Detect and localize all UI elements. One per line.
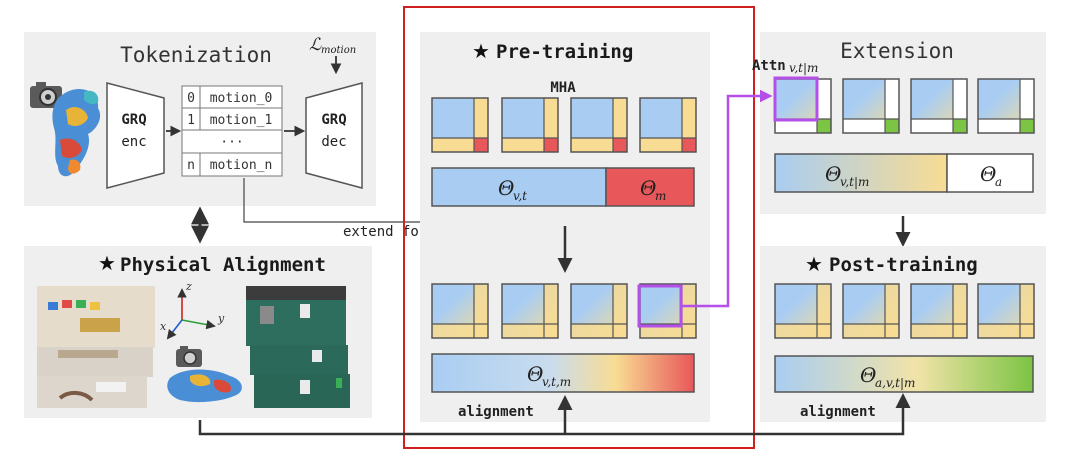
motion-codebook: 0 motion_0 1 motion_1 ··· n motion_n xyxy=(181,85,283,177)
posttraining-heads xyxy=(774,283,1035,339)
theta-avt-given-m-bar: Θ a,v,t|m xyxy=(774,355,1034,393)
theta-vt: Θ xyxy=(498,176,514,200)
mha-heads-top xyxy=(431,97,697,153)
attention-extension-connector xyxy=(637,76,819,328)
tokenization-title: Tokenization xyxy=(120,43,272,67)
motion-loss-label: ℒ motion xyxy=(309,35,356,56)
theta-vt-given-m-bar: Θ v,t|m Θ a xyxy=(774,153,1034,193)
decoder-name: GRQ xyxy=(321,112,346,128)
axis-y-label: y xyxy=(217,312,225,325)
theta-vtm: Θ xyxy=(527,362,543,386)
mha-heads-bottom xyxy=(431,283,697,339)
theta-avt-given-m: Θ xyxy=(860,363,876,387)
codebook-index: 0 xyxy=(187,91,195,106)
codebook-token: ··· xyxy=(220,135,243,150)
pretraining-highlight-frame xyxy=(403,6,755,449)
codebook-token: motion_n xyxy=(210,158,273,173)
theta-vt-m-bar: Θ v,t Θ m xyxy=(431,167,695,207)
theta-a-sub: a xyxy=(995,175,1002,189)
attention-head xyxy=(431,283,489,339)
posttraining-panel: ★ Post-training Θ a,v,t|m alignment xyxy=(760,246,1046,422)
codebook-index: 1 xyxy=(187,113,195,128)
pretraining-panel: ★ Pre-training MHA Θ v,t Θ m Θ v,t,m ali… xyxy=(420,32,710,422)
attention-head xyxy=(639,97,697,153)
robot-photo-stack xyxy=(246,286,350,408)
attention-head xyxy=(977,78,1035,134)
decoder-role: dec xyxy=(321,134,346,150)
attention-head xyxy=(910,283,968,339)
alignment-bottom-connector xyxy=(198,393,911,436)
camera-icon xyxy=(30,82,62,108)
extension-title: Extension xyxy=(840,39,954,63)
axis-x-label: x xyxy=(160,320,167,333)
pretraining-alignment-label: alignment xyxy=(458,404,534,420)
attention-head xyxy=(910,78,968,134)
star-icon: ★ xyxy=(98,251,116,275)
attention-head xyxy=(774,283,832,339)
theta-vtm-bar: Θ v,t,m xyxy=(431,353,695,393)
attention-head xyxy=(570,97,628,153)
codebook-token: motion_0 xyxy=(210,91,273,106)
physical-alignment-title: Physical Alignment xyxy=(120,254,326,276)
posttraining-alignment-label: alignment xyxy=(800,404,876,420)
theta-a: Θ xyxy=(980,162,996,186)
attention-head xyxy=(774,78,832,134)
physical-alignment-panel: ★ Physical Alignment z y x xyxy=(24,246,372,418)
attention-head xyxy=(431,97,489,153)
grq-decoder: GRQ dec xyxy=(305,82,363,189)
attention-head xyxy=(977,283,1035,339)
theta-vtm-sub: v,t,m xyxy=(542,375,571,389)
theta-m-sub: m xyxy=(655,189,666,203)
encoder-name: GRQ xyxy=(121,112,146,128)
theta-avt-given-m-sub: a,v,t|m xyxy=(875,376,915,390)
coordinate-axes: z y x xyxy=(160,280,225,340)
tokenization-panel: Tokenization GRQ enc xyxy=(24,32,376,206)
loss-subscript: motion xyxy=(321,45,356,56)
attention-head xyxy=(842,283,900,339)
extension-heads xyxy=(774,78,1035,134)
pretraining-title: Pre-training xyxy=(496,41,633,63)
mha-label: MHA xyxy=(550,80,576,96)
tabletop-photo-stack xyxy=(37,286,155,408)
attention-head xyxy=(639,283,697,339)
axis-z-label: z xyxy=(185,280,192,293)
hand-mesh-icon-2 xyxy=(167,369,242,403)
extension-panel: Extension Attn v,t|m Θ v,t|m Θ a xyxy=(752,32,1046,214)
attention-head xyxy=(501,283,559,339)
codebook-token: motion_1 xyxy=(210,113,273,128)
theta-m: Θ xyxy=(640,176,656,200)
attn-subscript: v,t|m xyxy=(789,61,818,75)
theta-vt-sub: v,t xyxy=(513,189,527,203)
attention-head xyxy=(842,78,900,134)
loss-symbol: ℒ xyxy=(309,35,322,55)
attn-text: Attn xyxy=(752,58,786,74)
star-icon-pretraining: ★ xyxy=(472,39,490,63)
encoder-role: enc xyxy=(121,134,146,150)
grq-encoder: GRQ enc xyxy=(106,82,165,189)
star-icon-posttraining: ★ xyxy=(805,252,823,276)
attn-label: Attn v,t|m xyxy=(752,58,818,75)
attention-head xyxy=(501,97,559,153)
hand-mesh-icon xyxy=(52,89,101,177)
theta-vt-given-m-sub: v,t|m xyxy=(840,175,869,189)
posttraining-title: Post-training xyxy=(829,254,978,276)
codebook-index: n xyxy=(187,158,195,173)
attention-head xyxy=(570,283,628,339)
theta-vt-given-m: Θ xyxy=(825,162,841,186)
camera-icon-2 xyxy=(176,346,202,367)
